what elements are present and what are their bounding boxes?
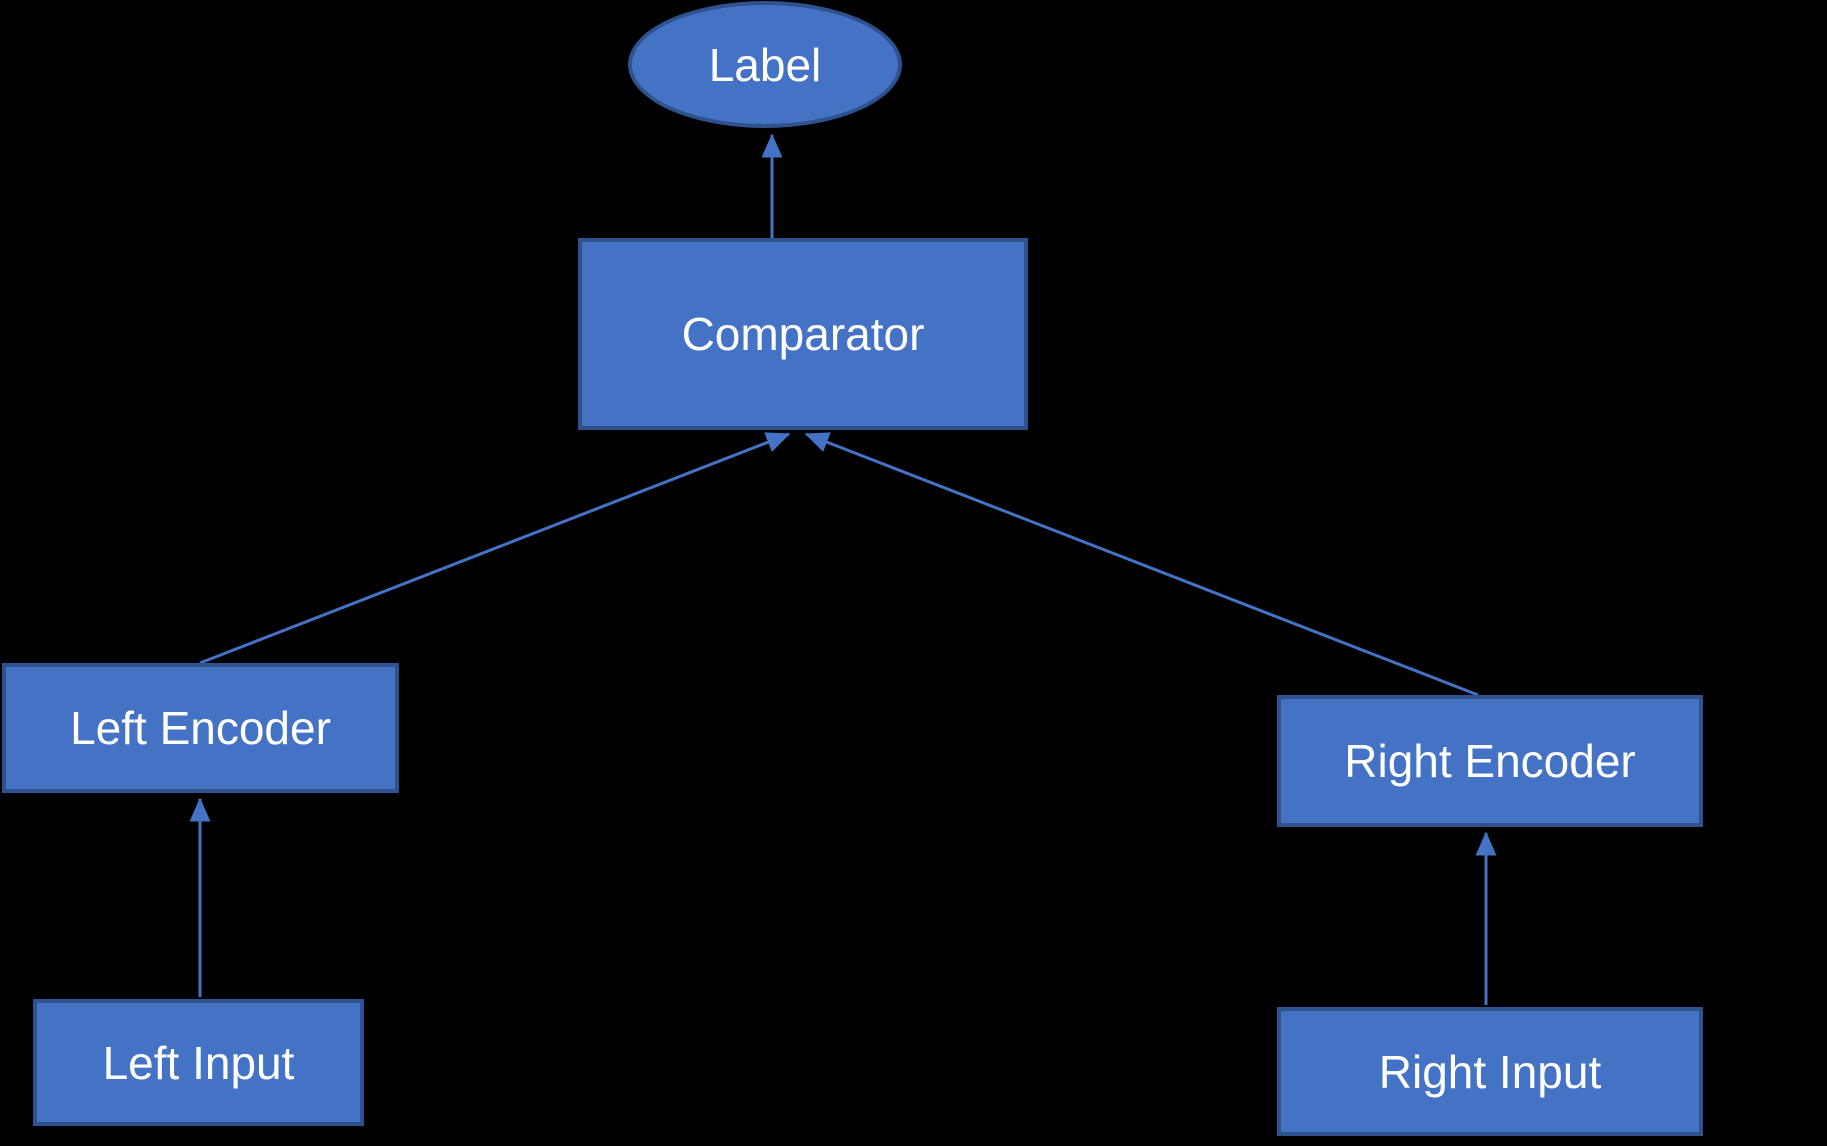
comparator-node: Comparator [578,238,1028,430]
right-encoder-node-text: Right Encoder [1344,735,1636,787]
left-input-node: Left Input [33,999,364,1126]
left-input-node-text: Left Input [102,1036,295,1089]
edge-left-encoder-to-comparator [199,432,791,665]
comparator-node-text: Comparator [681,308,925,360]
label-node-text: Label [708,38,822,91]
right-input-node-text: Right Input [1378,1045,1602,1098]
edge-right-encoder-to-comparator [804,432,1479,697]
left-encoder-node-text: Left Encoder [70,702,331,754]
label-node: Label [628,1,902,128]
right-input-node: Right Input [1277,1007,1703,1136]
left-encoder-node: Left Encoder [2,663,399,793]
right-encoder-node: Right Encoder [1277,695,1703,827]
